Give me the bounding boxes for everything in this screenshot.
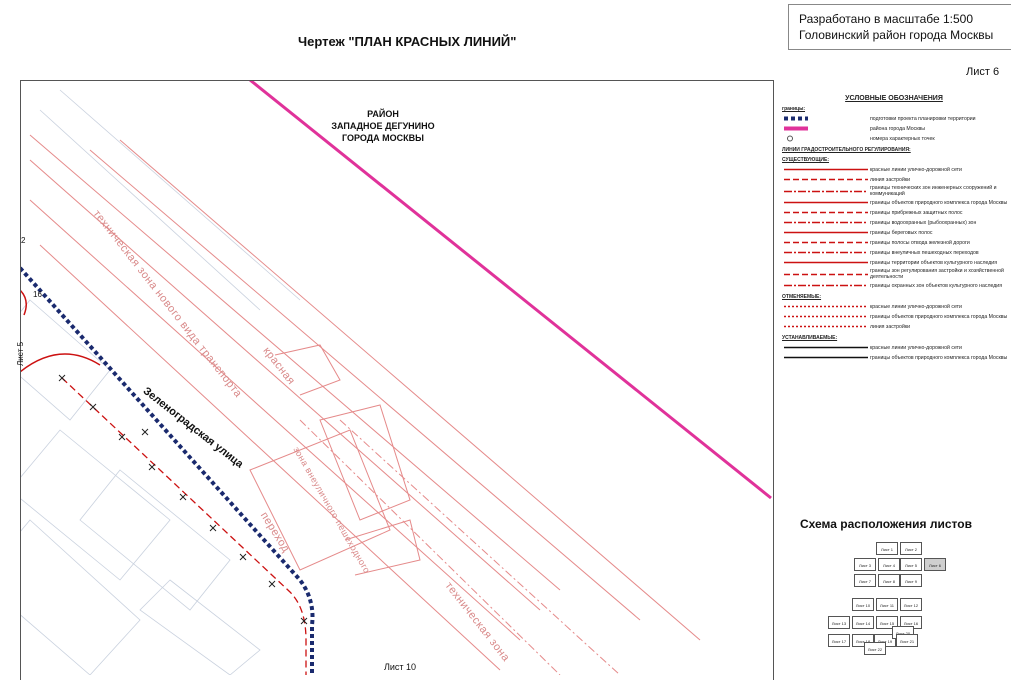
stamp-district: Головинский район города Москвы [799,28,994,42]
legend-item: красные линии улично-дорожной сети [780,165,1008,174]
scheme-sheet-cell: Лист 7 [854,574,876,587]
title-stamp: Разработано в масштабе 1:500 Головинский… [788,4,1011,50]
legend-symbol [780,114,870,123]
legend-symbol [780,270,870,279]
legend-symbol [780,124,870,133]
legend-symbol [780,343,870,352]
legend-symbol [780,353,870,362]
legend-symbol [780,228,870,237]
legend-symbol [780,238,870,247]
legend-symbol [780,165,870,174]
legend-symbol [780,134,870,143]
point-number: 2 [21,236,26,245]
legend-symbol [780,322,870,331]
building-line [61,377,307,675]
scheme-sheet-cell: Лист 17 [828,634,850,647]
point-number: 16 [33,290,42,299]
legend: УСЛОВНЫЕ ОБОЗНАЧЕНИЯ границы: подготовки… [780,95,1008,363]
legend-symbol [780,248,870,257]
scheme-sheet-cell: Лист 14 [852,616,874,629]
legend-symbol [780,187,870,196]
legend-item: границы охранных зон объектов культурног… [780,281,1008,290]
legend-section: СУЩЕСТВУЮЩИЕ: [782,157,830,163]
district-label: РАЙОН ЗАПАДНОЕ ДЕГУНИНО ГОРОДА МОСКВЫ [331,109,435,143]
scheme-sheet-cell: Лист 3 [854,558,876,571]
legend-item: границы береговых полос [780,228,1008,237]
legend-item: границы технических зон инженерных соору… [780,185,1008,197]
map-frame [20,80,774,680]
legend-symbol [780,218,870,227]
scheme-sheet-cell: Лист 15 [876,616,898,629]
legend-item: подготовки проекта планировки территории [780,114,1008,123]
legend-item: границы водоохранных (рыбоохранных) зон [780,218,1008,227]
legend-item: линия застройки [780,322,1008,331]
adjacent-sheet-bottom: Лист 10 [384,662,417,672]
legend-item: границы зон регулирования застройки и хо… [780,268,1008,280]
red-line-curve [21,353,101,373]
legend-item: номера характерных точек [780,134,1008,143]
scheme-sheet-cell: Лист 2 [900,542,922,555]
scheme-sheet-cell: Лист 13 [828,616,850,629]
drawing-title: Чертеж "ПЛАН КРАСНЫХ ЛИНИЙ" [298,34,517,49]
legend-item: границы объектов природного комплекса го… [780,198,1008,207]
scheme-sheet-cell: Лист 12 [900,598,922,611]
scheme-sheet-cell: Лист 6 [924,558,946,571]
scheme-sheet-cell: Лист 11 [876,598,898,611]
legend-symbol [780,312,870,321]
scheme-sheet-cell: Лист 21 [896,634,918,647]
technical-zone-lines [29,134,701,675]
legend-item: границы прибрежных защитных полос [780,208,1008,217]
stamp-scale: Разработано в масштабе 1:500 [799,12,974,26]
red-line-top [21,290,27,316]
project-border-line [21,266,315,675]
legend-symbol [780,258,870,267]
legend-symbol [780,208,870,217]
legend-item: границы территории объектов культурного … [780,258,1008,267]
legend-title: УСЛОВНЫЕ ОБОЗНАЧЕНИЯ [845,95,943,102]
scheme-sheet-cell: Лист 22 [864,642,886,655]
legend-symbol [780,198,870,207]
scheme-sheet-cell: Лист 8 [878,574,900,587]
legend-item: линия застройки [780,175,1008,184]
scheme-sheet-cell: Лист 9 [900,574,922,587]
legend-symbol [780,281,870,290]
pedestrian-crossing-outline [249,344,421,576]
legend-symbol [780,302,870,311]
scheme-sheet-cell: Лист 1 [876,542,898,555]
scheme-sheet-cell: Лист 5 [900,558,922,571]
legend-section: границы: [782,106,806,112]
legend-item: границы внеуличных пешеходных переходов [780,248,1008,257]
legend-section: ОТМЕНЯЕМЫЕ: [782,294,822,300]
district-boundary [249,81,772,500]
legend-item: границы объектов природного комплекса го… [780,353,1008,362]
scheme-title: Схема расположения листов [800,517,972,531]
legend-item: границы полосы отвода железной дороги [780,238,1008,247]
legend-section: УСТАНАВЛИВАЕМЫЕ: [782,335,838,341]
adjacent-sheet-left: Лист 5 [16,341,25,366]
legend-symbol [780,175,870,184]
scheme-sheet-cell: Лист 4 [878,558,900,571]
legend-item: границы объектов природного комплекса го… [780,312,1008,321]
background-buildings [21,89,301,675]
sheet-number: Лист 6 [966,66,1000,78]
legend-item: красные линии улично-дорожной сети [780,343,1008,352]
legend-section: ЛИНИИ ГРАДОСТРОИТЕЛЬНОГО РЕГУЛИРОВАНИЯ: [782,147,911,153]
legend-item: района города Москвы [780,124,1008,133]
characteristic-points [58,374,308,625]
legend-item: красные линии улично-дорожной сети [780,302,1008,311]
scheme-sheet-cell: Лист 10 [852,598,874,611]
